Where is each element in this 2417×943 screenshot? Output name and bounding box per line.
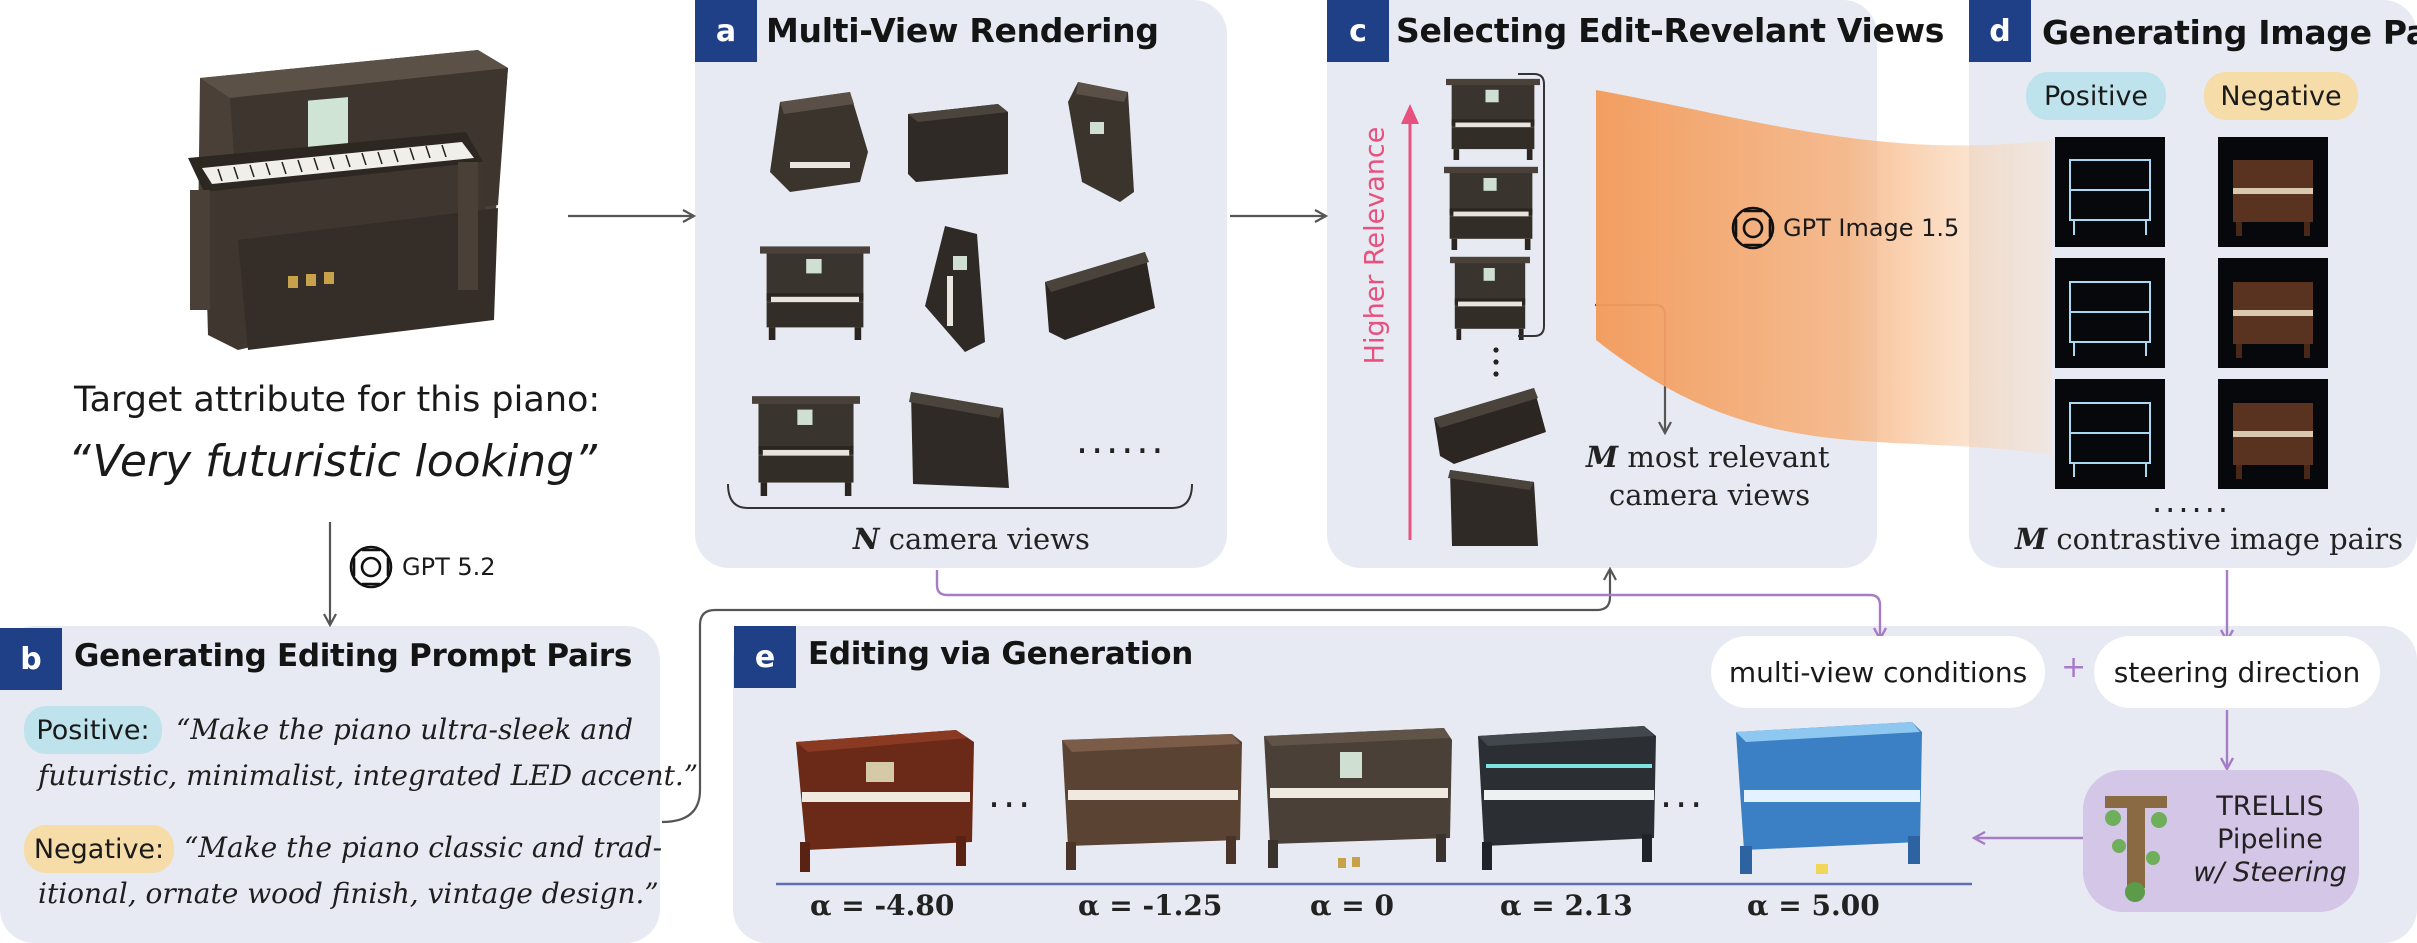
panel-d-badge: d [1969,0,2031,62]
panel-c-caption-line1: M most relevant [1586,440,1830,474]
panel-d-dots: ...... [2152,482,2232,520]
positive-prompt-line2: futuristic, minimalist, integrated LED a… [38,759,699,792]
alpha-label: α = -1.25 [1078,889,1223,922]
alpha-label: α = 5.00 [1747,889,1880,922]
panel-c-title: Selecting Edit-Revelant Views [1396,11,1945,50]
edit-ellipsis-2: ... [1660,772,1706,816]
generation-gradient [1596,90,2052,455]
panel-b [0,626,660,943]
panel-d-title: Generating Image Pairs [2042,13,2417,52]
gpt-5-label: GPT 5.2 [402,553,496,581]
positive-prompt-tag: Positive: [24,706,162,754]
trellis-logo-icon [2105,796,2167,902]
panel-d-image-pairs [2055,137,2328,489]
arrow-prompts-to-panel-c [661,570,1610,824]
panel-a-badge: a [695,0,757,62]
panel-a-renders [727,82,1193,509]
panel-a-caption: N camera views [853,522,1090,556]
multi-view-conditions: multi-view conditions [1711,636,2045,708]
openai-logo-icon [349,545,393,589]
alpha-label: α = -4.80 [810,889,955,922]
target-quote: “Very futuristic looking” [68,436,597,487]
panel-e-badge: e [734,626,796,688]
panel-a-dots: ...... [1076,418,1167,462]
target-line: Target attribute for this piano: [74,380,601,420]
panel-e-edited-pianos [776,722,1972,886]
openai-logo-icon [1731,206,1775,250]
panel-c-caption-line2: camera views [1609,478,1811,512]
main-piano-render [188,50,508,350]
trellis-label: TRELLIS Pipeline w/ Steering [2193,791,2347,888]
negative-prompt-line2: itional, ornate wood finish, vintage des… [38,877,659,910]
panel-c-renders [1401,73,2052,546]
panel-a-title: Multi-View Rendering [766,11,1159,50]
panel-d-caption: M contrastive image pairs [2015,522,2403,556]
negative-prompt-line1: “Make the piano classic and trad- [184,831,663,864]
plus-sign: + [2061,650,2087,685]
relevance-label: Higher Relevance [1359,126,1391,365]
steering-direction: steering direction [2094,636,2380,708]
negative-pill: Negative [2204,72,2358,120]
panel-b-title: Generating Editing Prompt Pairs [74,638,633,674]
arrow-views-to-conditions [935,570,1880,638]
panel-b-badge: b [0,628,62,690]
panel-c-badge: c [1327,0,1389,62]
edit-ellipsis-1: ... [988,772,1034,816]
positive-pill: Positive [2026,72,2166,120]
positive-prompt-line1: “Make the piano ultra-sleek and [176,713,633,746]
negative-prompt-tag: Negative: [24,825,174,873]
panel-e-title: Editing via Generation [808,636,1194,672]
alpha-label: α = 2.13 [1500,889,1633,922]
gpt-image-label: GPT Image 1.5 [1783,214,1960,242]
alpha-label: α = 0 [1310,889,1394,922]
